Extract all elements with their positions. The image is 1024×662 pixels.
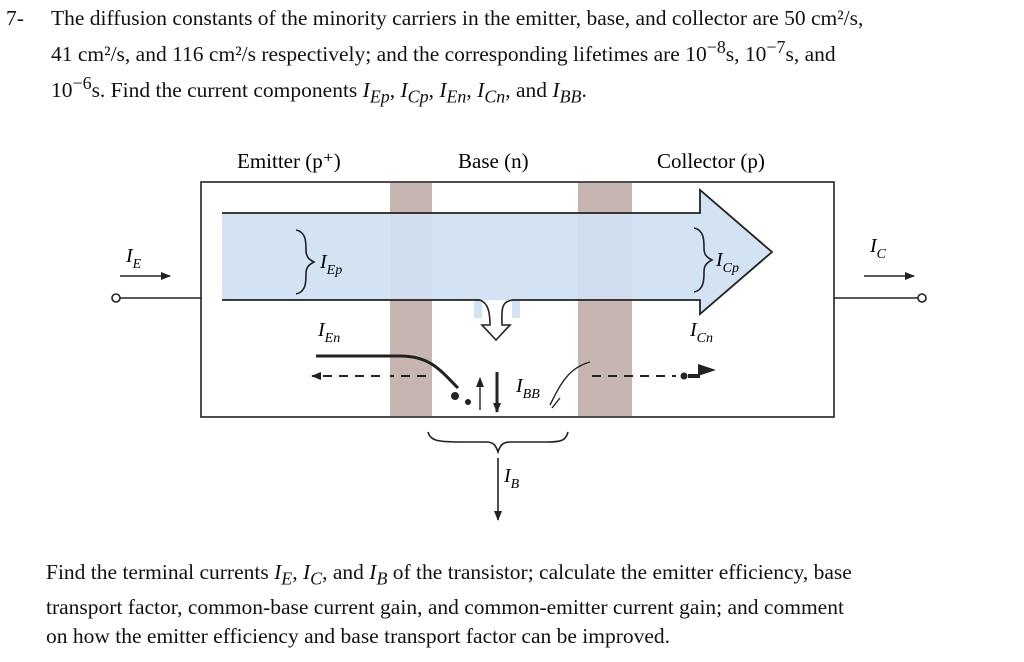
problem-line-3-text: s. Find the current components <box>91 78 363 103</box>
separator: . <box>581 78 587 103</box>
followup-line-3: on how the emitter efficiency and base t… <box>46 624 671 649</box>
iep-brace <box>295 229 316 295</box>
current-symbol: I <box>274 560 282 584</box>
iep-label: IEp <box>319 251 342 278</box>
problem-line-2-text: 41 cm²/s, and 116 cm²/s respectively; an… <box>51 42 707 67</box>
ien-label: IEn <box>317 319 340 346</box>
icn-curve <box>549 361 591 406</box>
hole-flow-outline <box>222 188 774 316</box>
problem-text: The diffusion constants of the minority … <box>51 4 1006 112</box>
icn-tick <box>551 397 561 409</box>
current-subscript: BB <box>559 86 582 107</box>
current-symbol: I <box>302 560 311 584</box>
current-symbol: I <box>369 560 377 584</box>
followup-line-1: Find the terminal currents IE, IC, and I… <box>46 558 1006 593</box>
emitter-label: Emitter (p⁺) <box>237 149 341 173</box>
followup-text-run: of the transistor; calculate the emitter… <box>387 560 852 584</box>
separator: , <box>428 78 440 103</box>
separator: , and <box>322 560 370 584</box>
separator: , <box>292 560 303 584</box>
exponent: −7 <box>766 37 786 57</box>
current-symbol: I <box>362 78 370 103</box>
problem-line-3: 10−6s. Find the current components IEp, … <box>51 69 1006 111</box>
ib-label: IB <box>503 465 520 492</box>
problem-line-2-text: s, and <box>785 42 836 67</box>
ien-path <box>316 354 460 390</box>
icp-brace <box>693 227 714 293</box>
icn-label: ICn <box>689 319 713 346</box>
problem-line-3-text: 10 <box>51 78 73 103</box>
recombination-arrow <box>479 299 513 342</box>
problem-line-2: 41 cm²/s, and 116 cm²/s respectively; an… <box>51 33 1006 69</box>
problem-number: 7- <box>6 6 24 30</box>
exponent: −6 <box>72 73 92 94</box>
ibb-label: IBB <box>515 375 540 402</box>
separator: , and <box>505 78 553 103</box>
current-symbol: I <box>477 78 485 103</box>
current-subscript: B <box>376 568 388 589</box>
collector-label: Collector (p) <box>657 149 765 173</box>
hole-dot <box>465 399 471 405</box>
problem-line-1: The diffusion constants of the minority … <box>51 6 864 30</box>
followup-text: Find the terminal currents IE, IC, and I… <box>46 558 1006 651</box>
exponent: −8 <box>706 37 726 57</box>
current-symbol: I <box>439 78 447 103</box>
hole-flow-band <box>222 190 772 318</box>
emitter-terminal <box>111 293 121 303</box>
ie-label: IE <box>125 245 142 272</box>
current-subscript: E <box>281 568 293 589</box>
electron-dot <box>451 392 459 400</box>
ib-brace <box>427 431 569 455</box>
icp-label: ICp <box>715 249 739 276</box>
collector-terminal <box>917 293 927 303</box>
current-subscript: C <box>310 568 323 589</box>
separator: , <box>389 78 401 103</box>
current-symbol: I <box>400 78 408 103</box>
separator: , <box>466 78 478 103</box>
ic-label: IC <box>869 235 887 262</box>
icn-dot <box>680 372 688 380</box>
current-subscript: En <box>446 86 467 107</box>
current-symbol: I <box>552 78 560 103</box>
followup-line-2: transport factor, common-base current ga… <box>46 595 844 620</box>
base-label: Base (n) <box>458 149 529 173</box>
current-subscript: Cn <box>484 86 506 107</box>
icn-arrowhead <box>698 364 716 376</box>
current-subscript: Ep <box>369 86 390 107</box>
followup-text-run: Find the terminal currents <box>46 560 275 584</box>
current-subscript: Cp <box>407 86 429 107</box>
problem-line-2-text: s, 10 <box>725 42 767 67</box>
